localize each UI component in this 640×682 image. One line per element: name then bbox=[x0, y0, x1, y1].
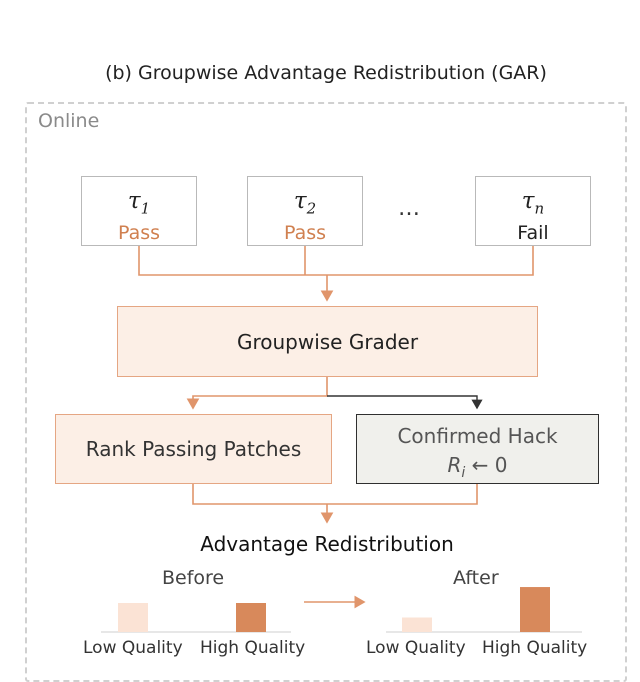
trajectory-symbol: τ bbox=[293, 188, 307, 214]
trajectory-index: 2 bbox=[306, 199, 317, 218]
trajectory-box-n: τn Fail bbox=[475, 176, 591, 246]
after-low-quality-bar bbox=[402, 617, 432, 632]
before-low-quality-bar bbox=[118, 603, 148, 632]
after-low-quality-label: Low Quality bbox=[366, 638, 466, 658]
before-label: Before bbox=[162, 567, 225, 589]
reward-assign: ← 0 bbox=[471, 453, 508, 477]
before-low-quality-label: Low Quality bbox=[83, 638, 183, 658]
trajectory-box-1: τ1 Pass bbox=[81, 176, 197, 246]
trajectory-box-2: τ2 Pass bbox=[247, 176, 363, 246]
hack-reward-assignment: Ri ← 0 bbox=[357, 452, 598, 486]
advantage-redistribution-label: Advantage Redistribution bbox=[200, 532, 454, 556]
connector-lines bbox=[101, 246, 582, 633]
confirmed-hack-box: Confirmed Hack Ri ← 0 bbox=[356, 414, 599, 484]
rank-label: Rank Passing Patches bbox=[85, 437, 302, 461]
trajectory-status: Fail bbox=[517, 221, 549, 244]
groupwise-grader-box: Groupwise Grader bbox=[117, 306, 538, 377]
after-high-quality-bar bbox=[520, 587, 550, 632]
rank-arrow bbox=[186, 377, 328, 410]
reward-subscript: i bbox=[461, 465, 466, 481]
diagram-title: (b) Groupwise Advantage Redistribution (… bbox=[105, 62, 547, 84]
hack-merge-line bbox=[327, 484, 478, 505]
rank-merge-line bbox=[192, 484, 327, 505]
reward-variable: R bbox=[447, 453, 462, 477]
before-high-quality-label: High Quality bbox=[200, 638, 306, 658]
grader-label: Groupwise Grader bbox=[236, 329, 419, 354]
trajectory-status: Pass bbox=[117, 221, 161, 244]
trajectory-symbol: τ bbox=[521, 188, 535, 214]
hack-arrow bbox=[327, 395, 483, 410]
before-high-quality-bar bbox=[236, 603, 266, 632]
trajectory-status: Pass bbox=[283, 221, 327, 244]
after-high-quality-label: High Quality bbox=[482, 638, 588, 658]
tau1-connector bbox=[138, 246, 534, 276]
trajectory-index: 1 bbox=[140, 199, 151, 218]
ellipsis: … bbox=[398, 196, 422, 221]
hack-title: Confirmed Hack bbox=[397, 424, 558, 448]
after-label: After bbox=[453, 567, 499, 589]
trajectory-index: n bbox=[534, 199, 545, 218]
trajectory-symbol: τ bbox=[127, 188, 141, 214]
rank-passing-patches-box: Rank Passing Patches bbox=[55, 414, 332, 484]
online-region-label: Online bbox=[38, 110, 100, 132]
